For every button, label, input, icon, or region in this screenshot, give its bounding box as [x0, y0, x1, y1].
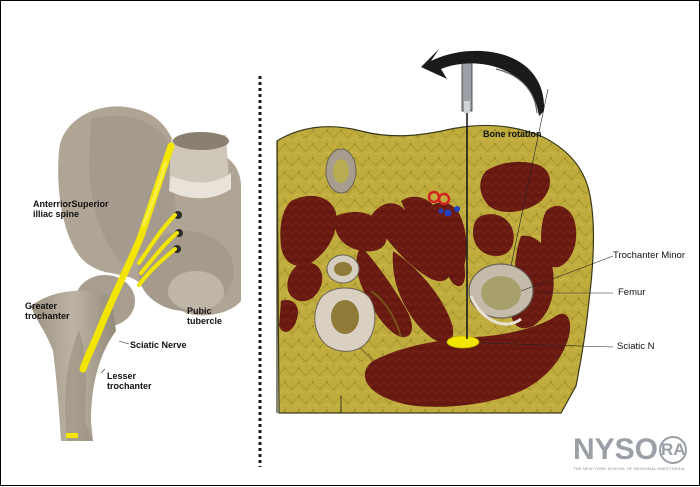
label-asis-line2: illiac spine [33, 209, 80, 219]
label-pubic-line2: tubercle [187, 316, 223, 326]
rotation-arrow-icon [421, 49, 545, 116]
label-sciatic-n: Sciatic N [617, 341, 655, 352]
label-greater-line2: trochanter [25, 311, 70, 321]
right-leader-lines [480, 88, 614, 348]
label-trochanter-minor: Trochanter Minor [613, 250, 685, 261]
pelvis-illustration [31, 106, 241, 441]
thigh-cross-section [276, 124, 595, 414]
label-lesser-line1: Lesser [107, 371, 137, 381]
label-asis: AnterriorSuperior illiac spine [33, 199, 109, 219]
label-bone-rotation: Bone rotation [483, 129, 542, 139]
label-pubic-tubercle: Pubic tubercle [187, 306, 222, 326]
label-sciatic-nerve: Sciatic Nerve [130, 340, 187, 350]
left-leader-lines [100, 340, 130, 374]
logo-word-text: NYSO [572, 433, 658, 466]
label-greater-trochanter: Greater trochanter [25, 301, 70, 321]
logo-tagline: THE NEW YORK SCHOOL OF REGIONAL ANESTHES… [572, 466, 685, 471]
logo-ra-circle: RA [659, 436, 687, 464]
label-lesser-trochanter: Lesser trochanter [107, 371, 152, 391]
label-asis-line1: AnterriorSuperior [33, 199, 109, 209]
label-femur: Femur [618, 287, 646, 298]
sciatic-nerve-left [66, 142, 179, 438]
label-pubic-line1: Pubic [187, 306, 212, 316]
label-greater-line1: Greater [25, 301, 58, 311]
label-lesser-line2: trochanter [107, 381, 152, 391]
